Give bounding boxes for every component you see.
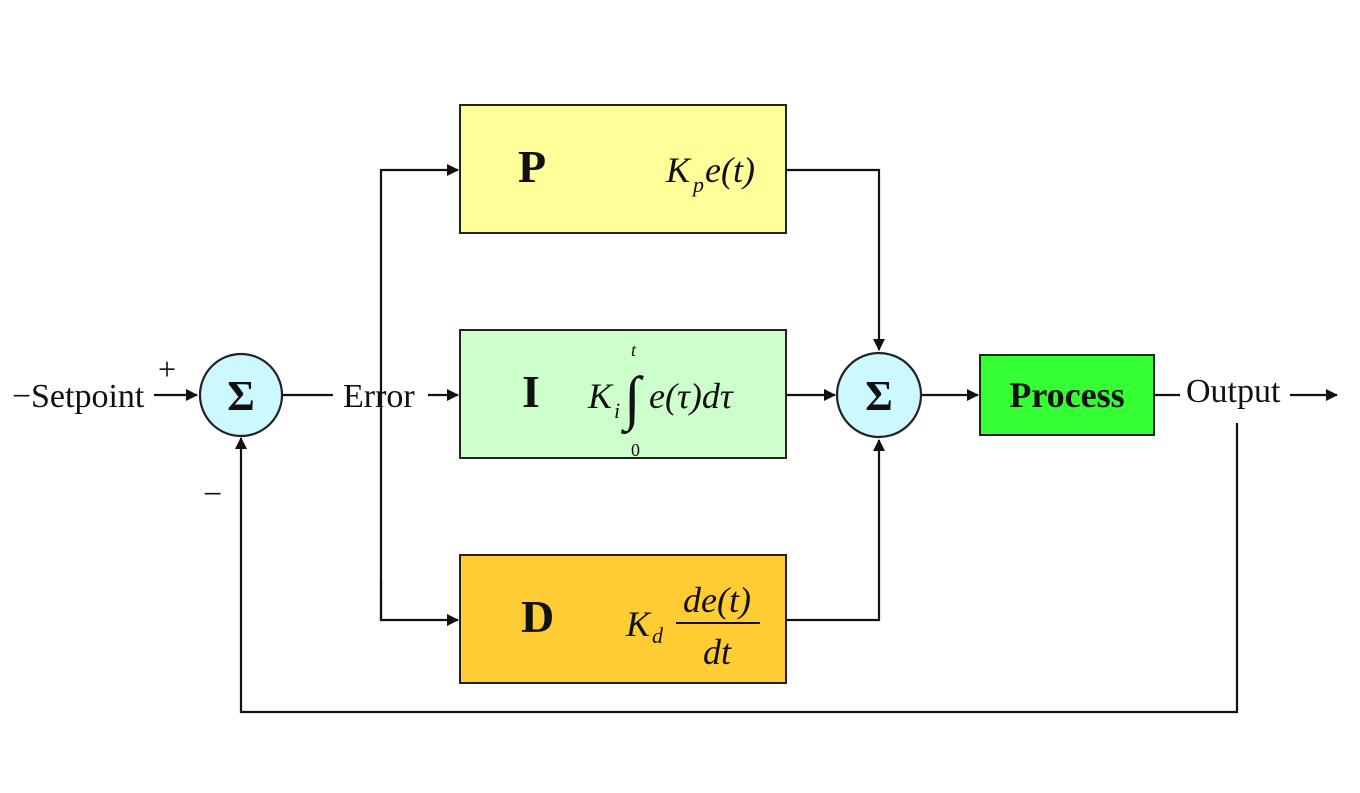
d-to-sum2 xyxy=(786,439,885,622)
sigma-icon: Σ xyxy=(227,374,254,420)
feedback-loop xyxy=(235,423,1239,714)
i-gain-sub: i xyxy=(614,398,620,423)
minus-sign: − xyxy=(203,476,222,513)
i-gain: K xyxy=(587,376,614,416)
d-letter: D xyxy=(521,591,554,642)
integral-upper-limit: t xyxy=(631,340,637,360)
p-letter: P xyxy=(518,141,546,192)
p-to-sum2 xyxy=(786,168,885,351)
i-letter: I xyxy=(522,366,540,417)
i-expr: e(τ)dτ xyxy=(649,376,734,416)
d-denominator: dt xyxy=(703,632,732,672)
output-label: Output xyxy=(1186,373,1281,410)
i-block-rect xyxy=(459,329,787,459)
branch-to-d xyxy=(379,580,459,626)
p-block-rect xyxy=(459,104,787,234)
d-block: D K d de(t) dt xyxy=(459,554,787,684)
d-block-rect xyxy=(459,554,787,684)
summing-junction-2: Σ xyxy=(835,351,923,439)
d-gain-sub: d xyxy=(652,623,664,648)
branch-to-p xyxy=(379,164,459,620)
summing-junction-1: Σ xyxy=(198,352,284,438)
p-block: P K p e(t) xyxy=(459,104,787,234)
process-block-rect xyxy=(979,354,1155,436)
plus-sign: + xyxy=(158,351,176,387)
p-gain: K xyxy=(665,150,692,190)
process-block: Process xyxy=(979,354,1155,436)
integral-lower-limit: 0 xyxy=(631,440,640,460)
i-block: I K i ∫ t 0 e(τ)dτ xyxy=(459,329,787,460)
integral-sign: ∫ xyxy=(621,365,644,435)
setpoint-label: Setpoint xyxy=(31,378,145,415)
process-label: Process xyxy=(1009,375,1124,415)
p-expr: e(t) xyxy=(705,150,755,190)
d-numerator: de(t) xyxy=(683,580,751,620)
error-label: Error xyxy=(343,378,415,415)
sigma-icon: Σ xyxy=(865,374,892,420)
d-gain: K xyxy=(625,604,652,644)
setpoint-dash: − xyxy=(12,378,31,415)
p-gain-sub: p xyxy=(691,172,704,197)
